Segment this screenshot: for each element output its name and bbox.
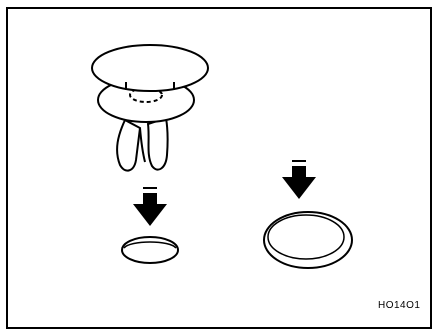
mounting-hole-small	[121, 236, 179, 264]
figure-reference-code: HO14O1	[378, 300, 421, 311]
diagram-border	[6, 7, 432, 329]
clip-assembly	[91, 44, 209, 172]
mounting-hole-large	[263, 211, 353, 269]
clip-leg-right	[146, 116, 169, 171]
clip-leg-slot	[139, 127, 146, 163]
down-arrow-left	[133, 187, 167, 226]
down-arrow-right	[282, 160, 316, 199]
clip-stem-opening	[129, 87, 163, 103]
clip-head	[91, 44, 209, 92]
clip-leg-left	[116, 118, 142, 172]
clip-neck	[125, 82, 175, 90]
